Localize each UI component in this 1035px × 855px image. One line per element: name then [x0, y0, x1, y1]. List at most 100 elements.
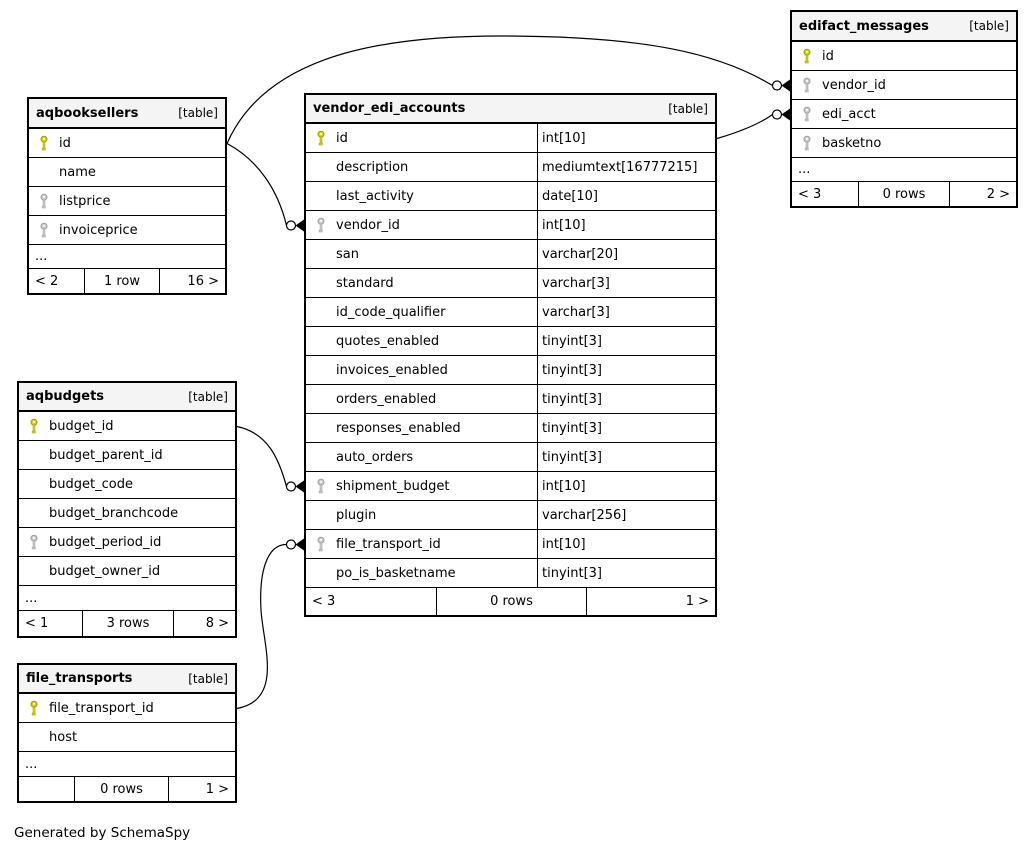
table-type-tag: [table]: [668, 101, 708, 116]
column-name: auto_orders: [336, 449, 414, 465]
rows-count: 3 rows: [83, 611, 174, 636]
column-name: edi_acct: [822, 106, 876, 122]
parents-count: < 1: [19, 611, 83, 636]
column-row: budget_parent_id: [19, 441, 235, 470]
table-name: edifact_messages: [799, 18, 929, 34]
table-aqbudgets[interactable]: aqbudgets[table]budget_id budget_parent_i…: [17, 381, 237, 638]
more-columns-ellipsis: ...: [19, 586, 235, 611]
column-row: budget_owner_id: [19, 557, 235, 586]
column-name: standard: [336, 275, 394, 291]
table-name: vendor_edi_accounts: [313, 101, 466, 116]
more-columns-ellipsis: ...: [792, 158, 1016, 182]
column-type: mediumtext[16777215]: [537, 153, 715, 181]
column-name: plugin: [336, 507, 377, 523]
column-name: id: [336, 130, 348, 146]
column-type: tinyint[3]: [537, 385, 715, 413]
column-name: budget_branchcode: [49, 505, 179, 521]
column-name: id_code_qualifier: [336, 304, 446, 320]
relationship-line: [236, 543, 287, 710]
foreign-key-icon: [792, 106, 822, 123]
parents-count: < 3: [792, 182, 859, 206]
generated-by-note: Generated by SchemaSpy: [14, 825, 191, 841]
column-name: budget_owner_id: [49, 563, 161, 579]
crow-foot-arrowhead: [295, 219, 304, 232]
column-row: basketno: [792, 129, 1016, 158]
column-name: invoiceprice: [59, 222, 138, 238]
primary-key-icon: [306, 130, 336, 147]
table-header[interactable]: aqbooksellers[table]: [29, 99, 225, 129]
foreign-key-icon: [29, 193, 59, 210]
foreign-key-icon: [792, 135, 822, 152]
zero-or-more-circle: [285, 220, 297, 231]
table-header[interactable]: edifact_messages[table]: [792, 12, 1016, 42]
zero-or-more-circle: [771, 109, 783, 120]
rows-count: 0 rows: [859, 182, 950, 206]
column-type: varchar[256]: [537, 501, 715, 529]
column-row: description mediumtext[16777215]: [306, 153, 715, 182]
children-count: 2 >: [986, 186, 1010, 202]
rows-count: 0 rows: [437, 588, 587, 615]
column-name: san: [336, 246, 359, 262]
column-type: int[10]: [537, 211, 715, 239]
foreign-key-icon: [19, 534, 49, 551]
relationship-line: [716, 114, 773, 140]
table-header[interactable]: aqbudgets[table]: [19, 383, 235, 412]
column-name: budget_parent_id: [49, 447, 163, 463]
column-name: file_transport_id: [336, 536, 441, 552]
rows-count: 1 row: [85, 269, 160, 293]
primary-key-icon: [19, 418, 49, 435]
column-row: budget_code: [19, 470, 235, 499]
children-count: 16 >: [187, 273, 219, 289]
column-name: id: [59, 135, 71, 151]
relationship-line: [226, 142, 288, 226]
children-count: 1 >: [205, 781, 229, 797]
column-name: quotes_enabled: [336, 333, 440, 349]
column-name: po_is_basketname: [336, 565, 456, 581]
table-name: aqbooksellers: [36, 105, 139, 121]
zero-or-more-circle: [285, 539, 297, 550]
primary-key-icon: [29, 135, 59, 152]
column-row: id_code_qualifier varchar[3]: [306, 298, 715, 327]
column-row: vendor_id: [792, 71, 1016, 100]
column-name: shipment_budget: [336, 478, 450, 494]
column-name: listprice: [59, 193, 111, 209]
foreign-key-icon: [306, 536, 336, 553]
crow-foot-arrowhead: [295, 480, 304, 493]
column-name: vendor_id: [822, 77, 886, 93]
column-row: budget_period_id: [19, 528, 235, 557]
primary-key-icon: [792, 48, 822, 65]
parents-count: < 3: [306, 588, 437, 615]
foreign-key-icon: [306, 217, 336, 234]
table-header[interactable]: vendor_edi_accounts [table]: [306, 95, 715, 124]
column-row: budget_branchcode: [19, 499, 235, 528]
table-vendor_edi_accounts[interactable]: vendor_edi_accounts [table] id int[10] descr…: [304, 93, 717, 617]
column-type: varchar[20]: [537, 240, 715, 268]
column-row: budget_id: [19, 412, 235, 441]
column-name: description: [336, 159, 409, 175]
column-type: tinyint[3]: [537, 443, 715, 471]
crow-foot-arrowhead: [295, 538, 304, 551]
column-type: varchar[3]: [537, 298, 715, 326]
column-row: host: [19, 723, 235, 752]
column-type: tinyint[3]: [537, 414, 715, 442]
column-name: file_transport_id: [49, 700, 154, 716]
foreign-key-icon: [306, 478, 336, 495]
column-type: tinyint[3]: [537, 356, 715, 384]
column-row: san varchar[20]: [306, 240, 715, 269]
table-header[interactable]: file_transports[table]: [19, 665, 235, 694]
children-count: 1 >: [685, 594, 709, 609]
column-row: id: [29, 129, 225, 158]
column-type: int[10]: [537, 530, 715, 558]
parents-count: < 2: [29, 269, 85, 293]
